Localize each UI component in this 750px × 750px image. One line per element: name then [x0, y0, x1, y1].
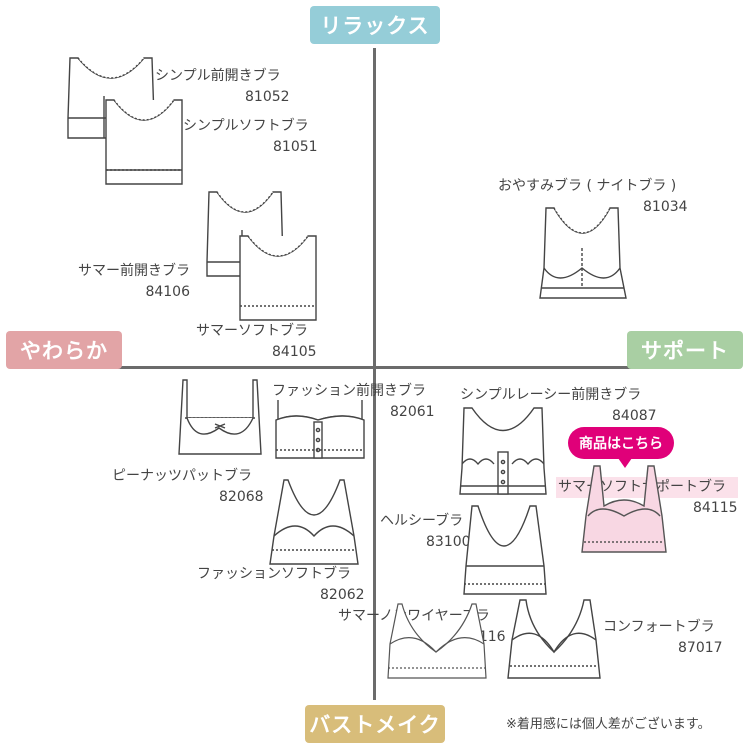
product-code: 84115	[693, 500, 738, 516]
product-image-84115[interactable]	[580, 465, 668, 554]
product-name: サマー前開きブラ	[78, 263, 190, 279]
product-label-83100[interactable]: ヘルシーブラ 83100	[380, 511, 471, 553]
product-label-81051[interactable]: シンプルソフトブラ 81051	[183, 116, 318, 158]
product-code: 81034	[643, 199, 688, 215]
product-image-84087[interactable]	[458, 407, 548, 496]
product-image-83100[interactable]	[460, 505, 550, 596]
product-name: サマーノンワイヤーブラ	[338, 608, 490, 624]
product-label-84087[interactable]: シンプルレーシー前開きブラ 84087	[460, 385, 657, 427]
product-code: 84087	[612, 408, 657, 424]
product-code: 81052	[245, 89, 290, 105]
product-code: 84105	[272, 344, 317, 360]
axis-label-relax: リラックス	[310, 6, 440, 44]
product-name: ファッション前開きブラ	[272, 383, 426, 399]
product-image-82062[interactable]	[266, 479, 362, 566]
product-label-87017[interactable]: コンフォートブラ 87017	[603, 617, 723, 659]
product-code: 83100	[426, 534, 471, 550]
product-name: ピーナッツパットブラ	[112, 468, 252, 484]
product-label-84105[interactable]: サマーソフトブラ 84105	[196, 321, 317, 363]
product-image-82061[interactable]	[274, 400, 366, 460]
fit-disclaimer-note: ※着用感には個人差がございます。	[506, 717, 711, 732]
product-image-81034[interactable]	[538, 207, 628, 300]
product-code: 81051	[273, 139, 318, 155]
product-name: ファッションソフトブラ	[197, 566, 351, 582]
product-code: 82061	[390, 404, 435, 420]
product-image-84105[interactable]	[238, 235, 318, 322]
horizontal-axis	[50, 366, 700, 369]
product-label-82068[interactable]: ピーナッツパットブラ 82068	[112, 466, 264, 508]
axis-label-bust-make: バストメイク	[305, 705, 445, 743]
product-name: シンプルソフトブラ	[183, 118, 309, 134]
product-label-82062[interactable]: ファッションソフトブラ 82062	[197, 564, 365, 606]
vertical-axis	[373, 48, 376, 700]
product-code: 87017	[678, 640, 723, 656]
product-name: シンプルレーシー前開きブラ	[460, 387, 642, 403]
product-label-82061[interactable]: ファッション前開きブラ 82061	[272, 381, 435, 423]
product-name: ヘルシーブラ	[380, 513, 464, 529]
axis-label-soft: やわらか	[6, 331, 122, 369]
product-image-87017[interactable]	[506, 599, 602, 680]
product-name: コンフォートブラ	[603, 619, 715, 635]
product-code: 82068	[219, 489, 264, 505]
product-image-82068[interactable]	[177, 379, 263, 456]
product-code: 82062	[320, 587, 365, 603]
product-name: シンプル前開きブラ	[155, 68, 281, 84]
product-label-81052[interactable]: シンプル前開きブラ 81052	[155, 66, 290, 108]
product-label-84106[interactable]: サマー前開きブラ 84106	[78, 261, 190, 303]
product-image-84116[interactable]	[386, 603, 488, 680]
product-name: おやすみブラ ( ナイトブラ )	[498, 178, 677, 194]
product-code: 84106	[145, 284, 190, 300]
product-image-81051[interactable]	[104, 99, 184, 185]
callout-products-here[interactable]: 商品はこちら	[568, 427, 674, 468]
product-label-81034[interactable]: おやすみブラ ( ナイトブラ ) 81034	[498, 176, 688, 218]
product-name: サマーソフトブラ	[196, 323, 308, 339]
axis-label-support: サポート	[627, 331, 743, 369]
